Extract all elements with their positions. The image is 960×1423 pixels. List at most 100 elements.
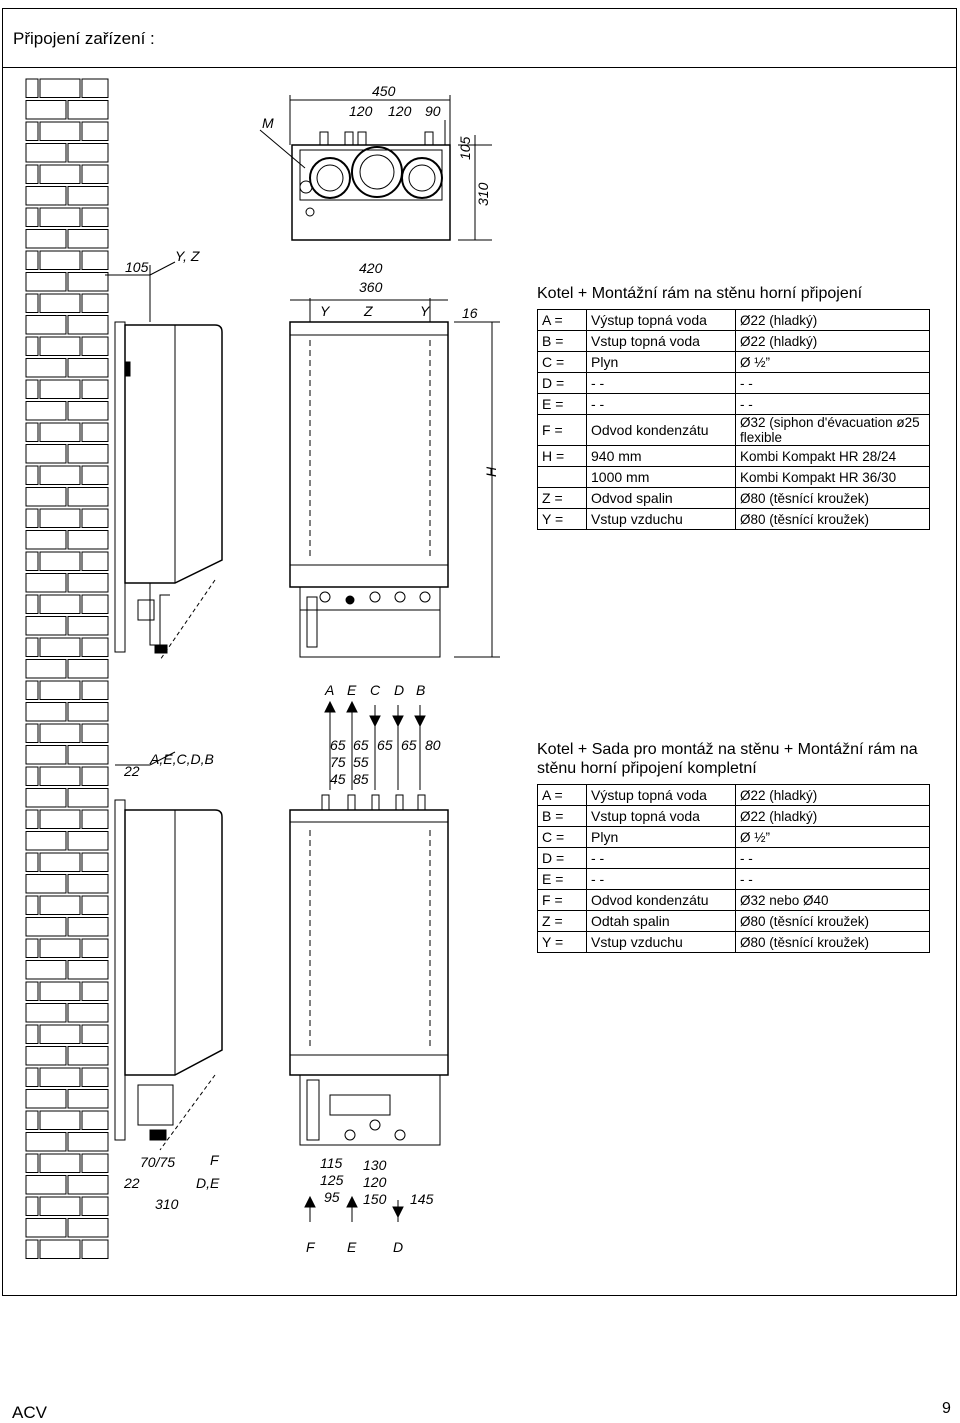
brick bbox=[81, 680, 109, 700]
spec-bottom-heading: Kotel + Sada pro montáž na stěnu + Montá… bbox=[537, 741, 918, 777]
brick bbox=[81, 207, 109, 227]
spec-cell-k: D = bbox=[537, 372, 587, 394]
spec-cell-v2: Kombi Kompakt HR 28/24 bbox=[735, 445, 930, 467]
spec-cell-k: E = bbox=[537, 868, 587, 890]
spec-cell-k: Z = bbox=[537, 910, 587, 932]
brick bbox=[67, 143, 109, 163]
brick bbox=[25, 1089, 67, 1109]
dim-145: 145 bbox=[410, 1191, 434, 1207]
dimension-labels: M 450 120 120 90 105 310 105 Y, Z 420 36… bbox=[123, 83, 499, 1255]
brick bbox=[81, 981, 109, 1001]
brick bbox=[39, 809, 81, 829]
dim-bcol2-c: 150 bbox=[363, 1191, 387, 1207]
brick bbox=[25, 1003, 67, 1023]
bottom-letter-f: F bbox=[306, 1239, 316, 1255]
brick bbox=[81, 1024, 109, 1044]
spec-cell-v2: - - bbox=[735, 847, 930, 869]
brick bbox=[39, 551, 81, 571]
title-row: Připojení zařízení : bbox=[3, 9, 956, 68]
connection-arrows bbox=[324, 700, 426, 790]
brick bbox=[39, 465, 81, 485]
brick bbox=[39, 852, 81, 872]
brick bbox=[25, 422, 39, 442]
spec-cell-v2: Ø22 (hladký) bbox=[735, 784, 930, 806]
brick bbox=[81, 422, 109, 442]
brick bbox=[25, 207, 39, 227]
brick bbox=[25, 659, 67, 679]
brick bbox=[25, 637, 39, 657]
label-y-left: Y bbox=[320, 303, 331, 319]
technical-drawing: M 450 120 120 90 105 310 105 Y, Z 420 36… bbox=[25, 78, 500, 1259]
page-title: Připojení zařízení : bbox=[13, 29, 155, 48]
dim-16: 16 bbox=[462, 305, 478, 321]
brick bbox=[67, 272, 109, 292]
brick bbox=[25, 1024, 39, 1044]
brick bbox=[25, 530, 67, 550]
brick bbox=[67, 444, 109, 464]
brick bbox=[39, 981, 81, 1001]
spec-cell-v1: Plyn bbox=[586, 826, 736, 848]
brick bbox=[25, 809, 39, 829]
brick bbox=[25, 272, 67, 292]
brick bbox=[39, 723, 81, 743]
conn-b: B bbox=[416, 682, 425, 698]
spec-cell-v1: 940 mm bbox=[586, 445, 736, 467]
brick bbox=[39, 1110, 81, 1130]
spec-bottom: Kotel + Sada pro montáž na stěnu + Montá… bbox=[537, 740, 930, 953]
brick bbox=[67, 573, 109, 593]
brick bbox=[39, 121, 81, 141]
spec-cell-v2: Ø ½” bbox=[735, 826, 930, 848]
brick bbox=[25, 745, 67, 765]
brick bbox=[39, 594, 81, 614]
brick bbox=[39, 78, 81, 98]
dim-col5: 80 bbox=[425, 737, 441, 753]
brick bbox=[81, 852, 109, 872]
spec-cell-v1: - - bbox=[586, 393, 736, 415]
brick bbox=[39, 207, 81, 227]
brick bbox=[67, 530, 109, 550]
dim-col1-a: 65 bbox=[330, 737, 346, 753]
brick bbox=[81, 1110, 109, 1130]
spec-cell-k: F = bbox=[537, 889, 587, 911]
brick bbox=[25, 250, 39, 270]
brick bbox=[25, 315, 67, 335]
brick bbox=[39, 1067, 81, 1087]
bottom-letter-d: D bbox=[393, 1239, 403, 1255]
spec-cell-k: D = bbox=[537, 847, 587, 869]
spec-cell-k: C = bbox=[537, 826, 587, 848]
brick bbox=[25, 917, 67, 937]
brick bbox=[25, 852, 39, 872]
brick bbox=[25, 1175, 67, 1195]
brick bbox=[25, 981, 39, 1001]
brick bbox=[25, 1218, 67, 1238]
brick bbox=[25, 465, 39, 485]
brick bbox=[39, 938, 81, 958]
label-m: M bbox=[262, 115, 274, 131]
brick bbox=[25, 1046, 67, 1066]
dim-col2-c: 85 bbox=[353, 771, 369, 787]
brick bbox=[67, 831, 109, 851]
dim-col4: 65 bbox=[401, 737, 417, 753]
brick bbox=[67, 186, 109, 206]
spec-cell-v2: Ø80 (těsnící kroužek) bbox=[735, 508, 930, 530]
brick bbox=[81, 637, 109, 657]
brick bbox=[25, 938, 39, 958]
spec-cell-v2: - - bbox=[735, 393, 930, 415]
brick bbox=[25, 895, 39, 915]
dim-105: 105 bbox=[457, 136, 473, 160]
brick bbox=[67, 315, 109, 335]
spec-row: D =- -- - bbox=[537, 372, 930, 394]
brick bbox=[25, 100, 67, 120]
top-view-boiler bbox=[259, 95, 492, 241]
brick bbox=[81, 164, 109, 184]
brick bbox=[39, 680, 81, 700]
spec-cell-v2: Kombi Kompakt HR 36/30 bbox=[735, 466, 930, 488]
brick bbox=[25, 143, 67, 163]
spec-row: E =- -- - bbox=[537, 868, 930, 890]
brick bbox=[39, 336, 81, 356]
dim-120a: 120 bbox=[349, 103, 373, 119]
